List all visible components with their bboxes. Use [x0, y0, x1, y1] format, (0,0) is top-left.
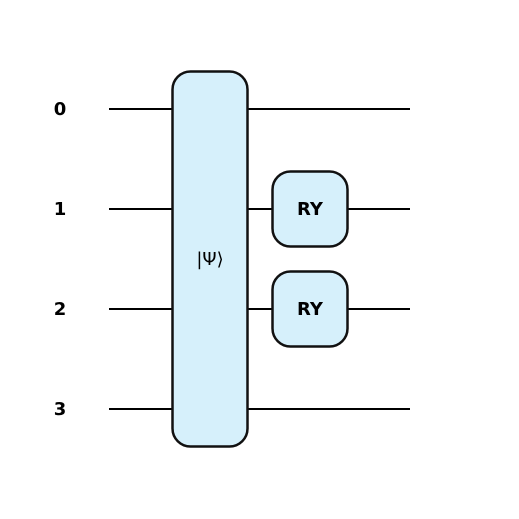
- gate-box: [271, 170, 349, 248]
- gate-label: RY: [297, 199, 324, 220]
- gate-label: |Ψ⟩: [196, 249, 223, 270]
- gate-box: [171, 70, 249, 448]
- qubit-label-1: 1: [54, 199, 67, 220]
- ry-gate-q1: RY: [271, 170, 349, 248]
- gate-box: [271, 270, 349, 348]
- state-prep-gate: |Ψ⟩: [171, 70, 249, 448]
- qubit-label-3: 3: [54, 399, 67, 420]
- qubit-label-2: 2: [54, 299, 67, 320]
- gate-label: RY: [297, 299, 324, 320]
- qubit-label-0: 0: [54, 99, 67, 120]
- ry-gate-q2: RY: [271, 270, 349, 348]
